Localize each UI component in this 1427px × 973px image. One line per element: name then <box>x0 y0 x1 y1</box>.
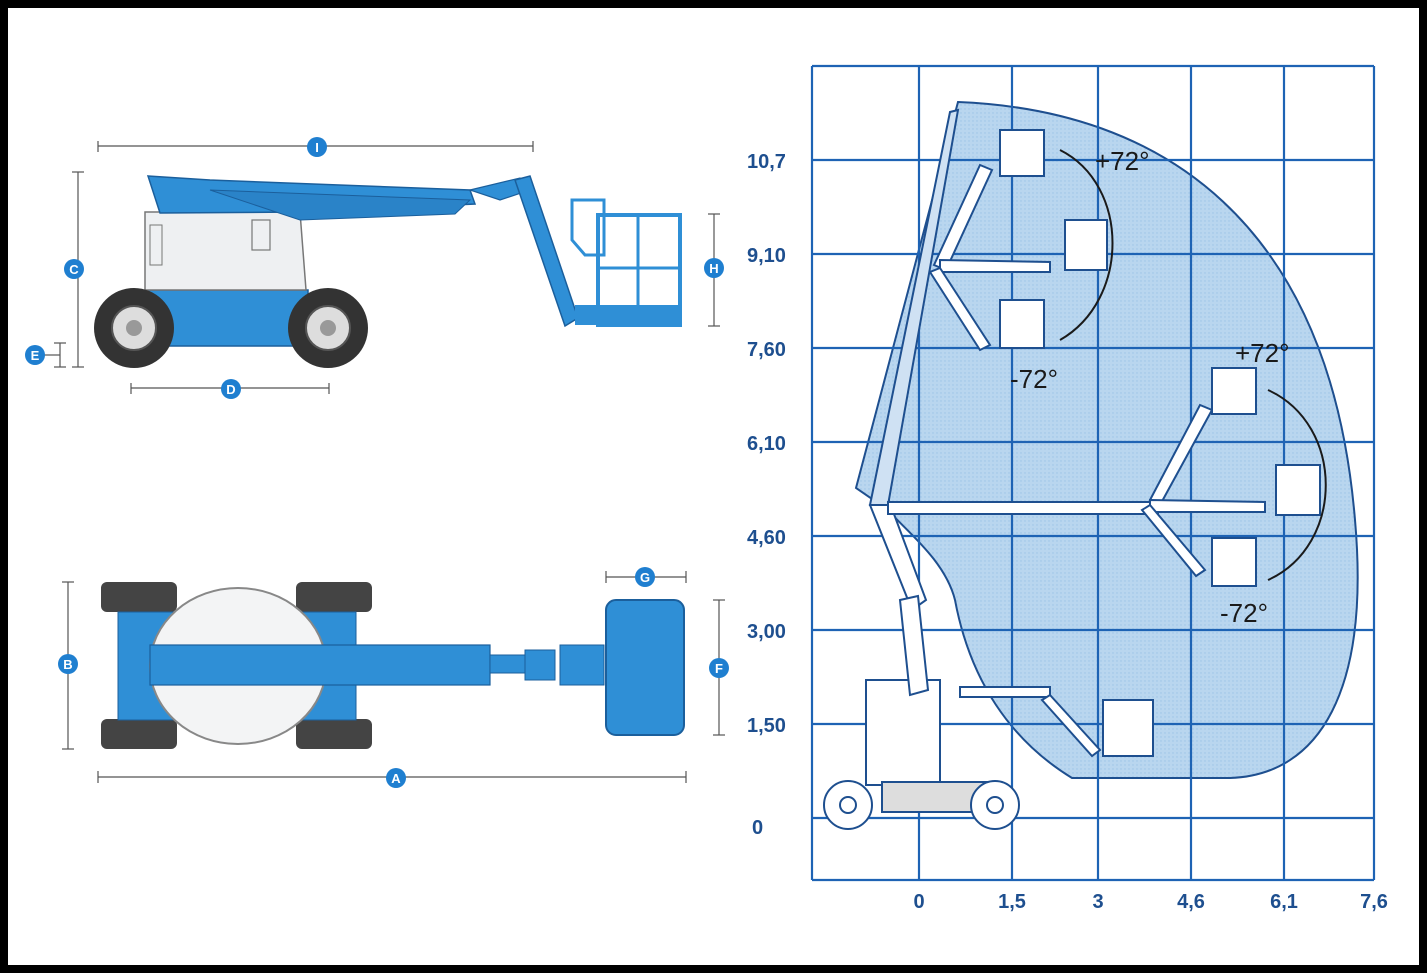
side-view-machine <box>94 175 682 368</box>
y-tick-label: 9,10 <box>747 245 786 267</box>
y-tick-label: 6,10 <box>747 433 786 455</box>
y-tick-label: 10,7 <box>747 151 786 173</box>
dim-marker-b: B <box>58 654 78 674</box>
rear-wheel <box>288 288 368 368</box>
side-view: I C E D H <box>25 137 724 399</box>
top-view-machine <box>101 582 685 749</box>
mid-rotation-arc <box>1267 389 1327 581</box>
working-range-diagram: +72° -72° +72° -72° 10,7 9,10 7,60 6,10 … <box>747 64 1388 913</box>
dim-label-i: I <box>315 140 319 155</box>
dim-marker-g: G <box>635 567 655 587</box>
dim-marker-c: C <box>64 259 84 279</box>
dim-label-f: F <box>715 661 723 676</box>
angle-label-mid-minus: -72° <box>1220 598 1268 628</box>
x-tick-label: 6,1 <box>1270 891 1298 913</box>
x-tick-label: 0 <box>913 891 924 913</box>
dim-label-h: H <box>709 261 718 276</box>
dim-marker-d: D <box>221 379 241 399</box>
dim-marker-h: H <box>704 258 724 278</box>
dim-label-d: D <box>226 382 235 397</box>
x-tick-label: 4,6 <box>1177 891 1205 913</box>
x-tick-label: 1,5 <box>998 891 1026 913</box>
dim-marker-i: I <box>307 137 327 157</box>
angle-label-upper-minus: -72° <box>1010 364 1058 394</box>
chart-machine <box>823 108 1321 830</box>
dim-marker-a: A <box>386 768 406 788</box>
dim-marker-e: E <box>25 345 45 365</box>
angle-label-upper-plus: +72° <box>1095 146 1150 176</box>
front-wheel <box>94 288 174 368</box>
dim-label-b: B <box>63 657 72 672</box>
dim-label-g: G <box>640 570 650 585</box>
angle-label-mid-plus: +72° <box>1235 338 1290 368</box>
y-tick-label: 3,00 <box>747 621 786 643</box>
upper-rotation-arc <box>1059 149 1114 341</box>
y-tick-label: 1,50 <box>747 715 786 737</box>
y-tick-label: 7,60 <box>747 339 786 361</box>
x-tick-label: 3 <box>1092 891 1103 913</box>
y-tick-label: 0 <box>752 817 763 839</box>
top-view: B A G F <box>58 567 729 788</box>
dim-marker-f: F <box>709 658 729 678</box>
dim-label-e: E <box>31 348 40 363</box>
x-tick-label: 7,6 <box>1360 891 1388 913</box>
y-tick-label: 4,60 <box>747 527 786 549</box>
dim-label-a: A <box>391 771 401 786</box>
dim-label-c: C <box>69 262 79 277</box>
